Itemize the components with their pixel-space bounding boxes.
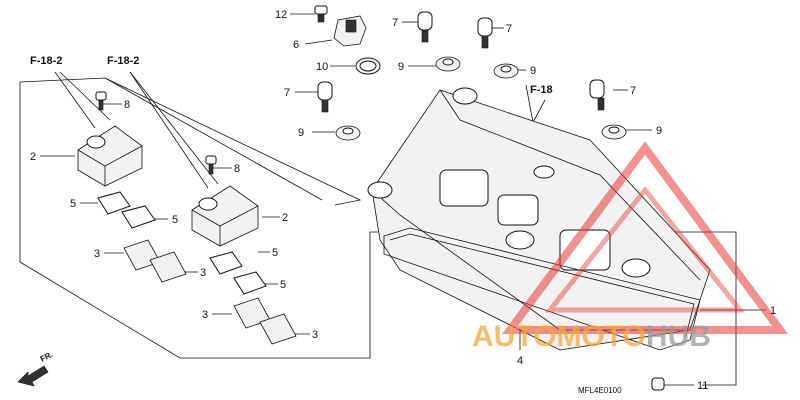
callout-12: 12 <box>275 9 287 21</box>
callout-9-a: 9 <box>398 61 404 73</box>
callout-5-c: 5 <box>272 247 278 259</box>
bolt-7-a <box>417 11 433 43</box>
bolt-7-c <box>317 81 333 113</box>
callout-2-a: 2 <box>30 151 36 163</box>
callout-3-b: 3 <box>200 267 206 279</box>
watermark-part3: HUB <box>646 320 711 353</box>
callout-4: 4 <box>517 355 523 367</box>
callout-8-b: 8 <box>234 163 240 175</box>
callout-7-a: 7 <box>392 17 398 29</box>
bolt-12 <box>314 5 328 23</box>
callout-2-b: 2 <box>282 212 288 224</box>
bolt-8-b <box>205 155 217 175</box>
bolt-7-b <box>477 17 493 49</box>
front-label: FR. <box>39 350 55 364</box>
callout-7-b: 7 <box>506 23 512 35</box>
plug-cap-3-group <box>123 239 297 345</box>
bolt-11 <box>651 377 665 391</box>
ref-mid: F-18-2 <box>107 55 139 67</box>
callout-5-b: 5 <box>172 214 178 226</box>
callout-5-a: 5 <box>70 198 76 210</box>
callout-3-a: 3 <box>94 248 100 260</box>
bolt-8-a <box>95 91 107 111</box>
watermark-part2: MOTO <box>556 320 645 353</box>
watermark-part1: AUTO <box>472 320 556 353</box>
ignition-coil-2-b <box>191 185 259 247</box>
callout-10: 10 <box>316 61 328 73</box>
front-arrow-icon: FR. <box>17 350 55 387</box>
seal-5-group <box>97 191 267 295</box>
callout-11: 11 <box>697 380 708 392</box>
callout-9-c: 9 <box>298 127 304 139</box>
watermark-text: AUTOMOTOHUB <box>472 320 711 353</box>
callout-7-c: 7 <box>284 87 290 99</box>
bolt-7-d <box>589 79 605 111</box>
callout-9-d: 9 <box>656 125 662 137</box>
callout-5-d: 5 <box>280 279 286 291</box>
grommet-9-group <box>335 56 627 141</box>
head-cover-4 <box>367 87 711 351</box>
ref-left: F-18-2 <box>30 55 62 67</box>
watermark: AUTOMOTOHUB <box>472 141 788 353</box>
ignition-coil-2-a <box>77 125 143 187</box>
callout-3-c: 3 <box>202 309 208 321</box>
callout-9-b: 9 <box>530 65 536 77</box>
diagram-code: MFL4E0100 <box>578 386 622 395</box>
callout-8-a: 8 <box>124 99 130 111</box>
callout-7-d: 7 <box>630 85 636 97</box>
o-ring-10 <box>355 57 381 75</box>
ref-right: F-18 <box>530 84 553 96</box>
sensor-6 <box>333 15 367 47</box>
callout-1: 1 <box>770 305 776 317</box>
callout-6: 6 <box>293 39 299 51</box>
callout-3-d: 3 <box>312 329 318 341</box>
